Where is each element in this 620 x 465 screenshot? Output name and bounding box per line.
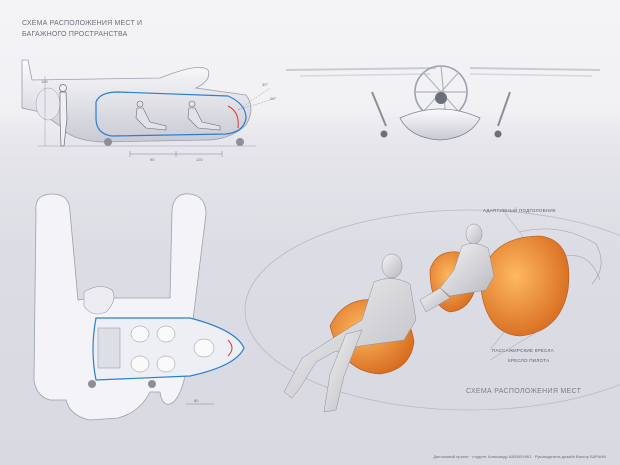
- dim-plan: 80: [194, 398, 199, 403]
- seat-icon: [130, 325, 215, 373]
- title-line-2: БАГАЖНОГО ПРОСТРАНСТВА: [22, 31, 128, 38]
- label-passenger-seats: ПАССАЖИРСКИЕ КРЕСЛА: [492, 348, 554, 353]
- label-adaptive-support: АДАПТИВНЫЙ ПОДГОЛОВНИК: [483, 208, 556, 213]
- mannequin-icon: [419, 223, 495, 313]
- human-figure-icon: [59, 84, 68, 147]
- front-view: [285, 65, 601, 141]
- angle-a: 30°: [262, 82, 268, 87]
- leader-line: [489, 321, 513, 351]
- leader-line: [489, 329, 541, 361]
- label-pilot-seat: КРЕСЛО ПИЛОТА: [508, 358, 550, 363]
- dim-vertical: 190: [41, 79, 48, 84]
- side-view: [21, 59, 277, 157]
- plan-view: [33, 193, 245, 421]
- title-line-1: СХЕМА РАСПОЛОЖЕНИЯ МЕСТ И: [22, 20, 143, 27]
- footer-credits: Дипломный проект · студент Александр ШЕВ…: [433, 454, 606, 459]
- angle-b: 20°: [270, 96, 276, 101]
- dim-a: 95: [150, 157, 155, 162]
- leader-line: [504, 212, 525, 239]
- page-title: СХЕМА РАСПОЛОЖЕНИЯ МЕСТ И БАГАЖНОГО ПРОС…: [22, 18, 142, 40]
- seat-layout-3d: [244, 209, 620, 413]
- seated-passenger-icon: [135, 100, 221, 131]
- dim-b: 120: [196, 157, 203, 162]
- label-seat-layout: СХЕМА РАСПОЛОЖЕНИЯ МЕСТ: [466, 388, 582, 395]
- mannequin-icon: [283, 253, 417, 413]
